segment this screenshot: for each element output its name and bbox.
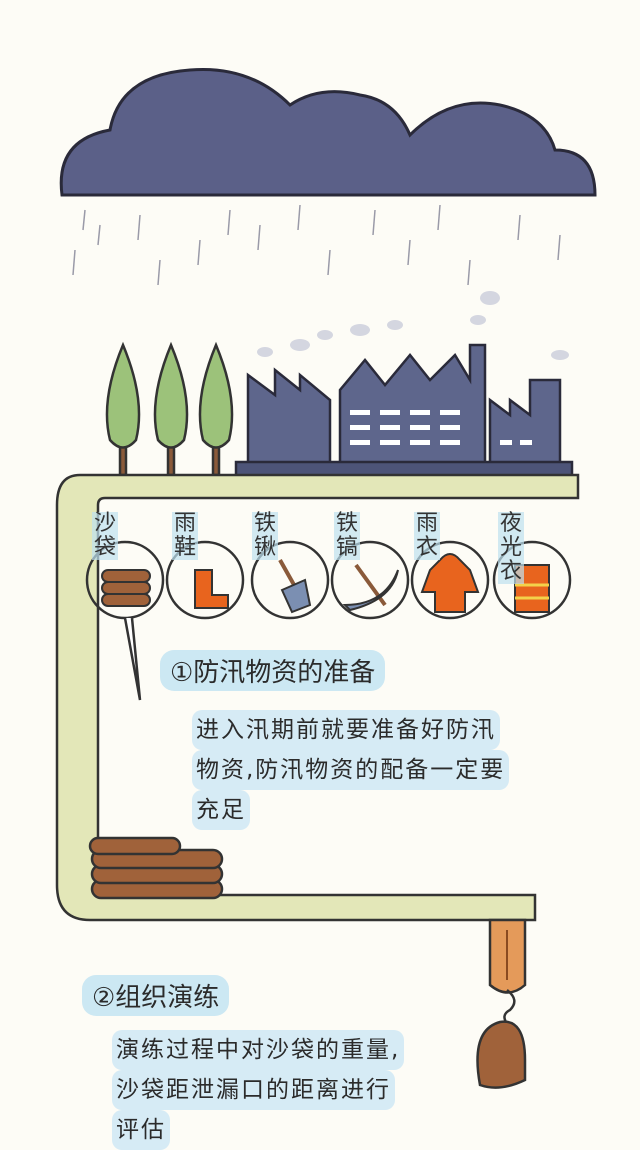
section2-line: 演练过程中对沙袋的重量, xyxy=(112,1030,405,1070)
label-char: 鞋 xyxy=(172,535,198,560)
section2-line: 评估 xyxy=(112,1110,170,1150)
label-char: 衣 xyxy=(498,559,524,584)
supply-label-shovel: 铁锹 xyxy=(252,512,278,560)
section1-line: 物资,防汛物资的配备一定要 xyxy=(192,750,510,790)
label-char: 锹 xyxy=(252,535,278,560)
label-char: 雨 xyxy=(414,511,440,536)
section1-line: 进入汛期前就要准备好防汛 xyxy=(192,710,500,750)
trees xyxy=(105,341,234,477)
factory xyxy=(234,343,574,478)
label-char: 雨 xyxy=(172,511,198,536)
section2-paragraph: 演练过程中对沙袋的重量, 沙袋距泄漏口的距离进行 评估 xyxy=(112,1030,405,1150)
label-char: 镐 xyxy=(334,535,360,560)
supply-label-reflective-vest: 夜光衣 xyxy=(498,512,524,584)
section1-title: ①防汛物资的准备 xyxy=(160,650,386,691)
factory-smoke xyxy=(257,291,569,360)
supply-label-sandbag: 沙袋 xyxy=(92,512,118,560)
sandbag-stack xyxy=(88,836,224,900)
section1-line: 充足 xyxy=(192,790,250,830)
label-char: 沙 xyxy=(92,511,118,536)
label-char: 衣 xyxy=(414,535,440,560)
section2-title: ②组织演练 xyxy=(82,975,230,1016)
supply-label-raincoat: 雨衣 xyxy=(414,512,440,560)
factory-windows xyxy=(350,410,532,445)
supply-label-rain-boots: 雨鞋 xyxy=(172,512,198,560)
hanging-sandbag xyxy=(476,989,527,1089)
rain-cloud xyxy=(59,67,597,197)
label-char: 夜 xyxy=(498,511,524,536)
rain-drops xyxy=(72,204,561,286)
label-char: 光 xyxy=(498,535,524,560)
supply-label-pickaxe: 铁镐 xyxy=(334,512,360,560)
supply-circles xyxy=(85,540,572,701)
label-char: 袋 xyxy=(92,535,118,560)
supply-icons xyxy=(101,553,550,614)
label-char: 铁 xyxy=(252,511,278,536)
section2-line: 沙袋距泄漏口的距离进行 xyxy=(112,1070,395,1110)
section1-paragraph: 进入汛期前就要准备好防汛 物资,防汛物资的配备一定要 充足 xyxy=(192,710,510,830)
label-char: 铁 xyxy=(334,511,360,536)
